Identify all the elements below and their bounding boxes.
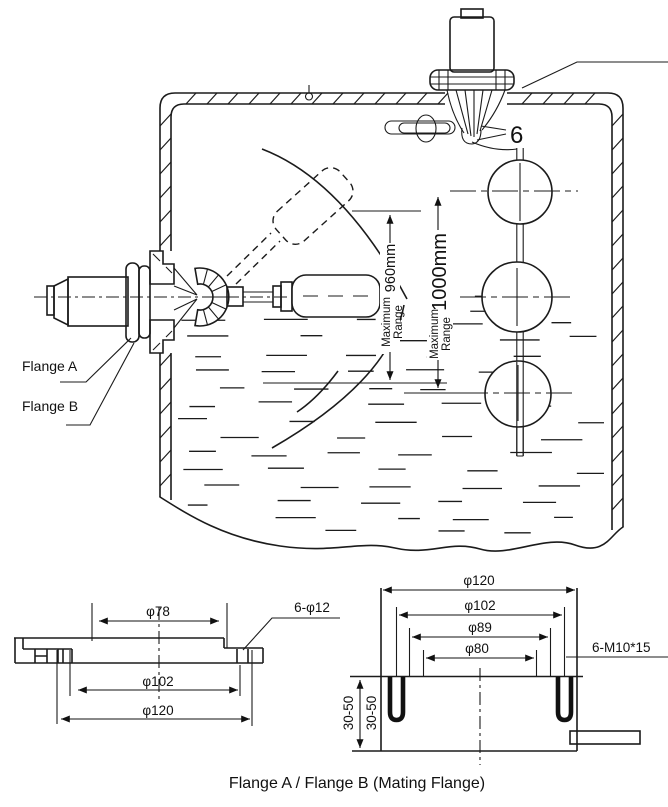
depth-label-a: 30-50 [341,696,356,731]
sensor-cap [460,8,484,19]
dim-960: 960mm Maximum Range [263,210,447,384]
level-gauge-fitting [384,114,456,143]
flange-section-left: φ78 φ102 φ120 6-φ12 [14,600,340,726]
dim-r-d102: φ102 [464,598,495,613]
float-rod-assembly [450,148,578,457]
dim-960-word2: Range [393,305,405,339]
phantom-float [272,167,354,245]
pivot-fan [194,267,230,327]
flange-b-label: Flange B [22,398,78,414]
dim-960-value: 960mm [383,244,399,292]
mounting-flange [429,69,515,91]
figure-caption: Flange A / Flange B (Mating Flange) [229,775,485,792]
dim-r-d80: φ80 [465,641,489,656]
flange-b-plate [138,265,151,339]
right-flange-profile [350,588,641,765]
dim-d78: φ78 [146,604,170,619]
dim-r-d89: φ89 [468,620,492,635]
part-6-callout: 6 [476,122,523,149]
flange-section-right: φ120 φ102 φ89 φ80 6-M10*15 30-50 30-50 [341,573,668,765]
dim-d102: φ102 [142,674,173,689]
phantom-arm [226,232,281,285]
thread-hole-right [555,677,574,723]
sensor-body [449,16,495,73]
vent-fitting [304,85,314,101]
sensor-nose [53,277,69,327]
right-flange-dims: φ120 φ102 φ89 φ80 6-M10*15 30-50 30-50 [341,573,668,748]
cable-funnel [446,89,518,151]
left-flange-dims: φ78 φ102 φ120 6-φ12 [56,600,340,726]
tank-shell [159,92,624,552]
liquid-break-line [159,496,624,552]
top-sensor-unit [304,8,668,151]
thread-spec-label: 6-M10*15 [592,640,651,655]
dim-1000-value: 1000mm [429,233,451,311]
wall-hatching [159,92,624,511]
dim-r-d120: φ120 [463,573,494,588]
dim-1000: 1000mm Maximum Range [404,197,470,394]
dim-1000-word2: Range [441,317,453,351]
thread-hole-left [387,677,406,723]
wall-mount [149,250,198,354]
dim-960-word1: Maximum [381,297,393,347]
flange-a-label: Flange A [22,358,78,374]
float-arm-link [226,281,293,312]
left-flange-profile [14,607,264,702]
tank-assembly-view: 6 [22,8,668,552]
part-number-label: 6 [510,122,523,149]
sensor-housing [67,276,129,327]
top-right-leader-line [521,61,668,89]
flange-ab-callouts: Flange A Flange B [22,337,135,426]
side-tab [569,730,641,745]
bolt-holes-label: 6-φ12 [294,600,330,615]
depth-label-b: 30-50 [364,696,379,731]
dim-1000-word1: Maximum [429,309,441,359]
float-center-marks [450,163,578,421]
dim-d120: φ120 [142,703,173,718]
side-sensor-unit [34,250,381,354]
